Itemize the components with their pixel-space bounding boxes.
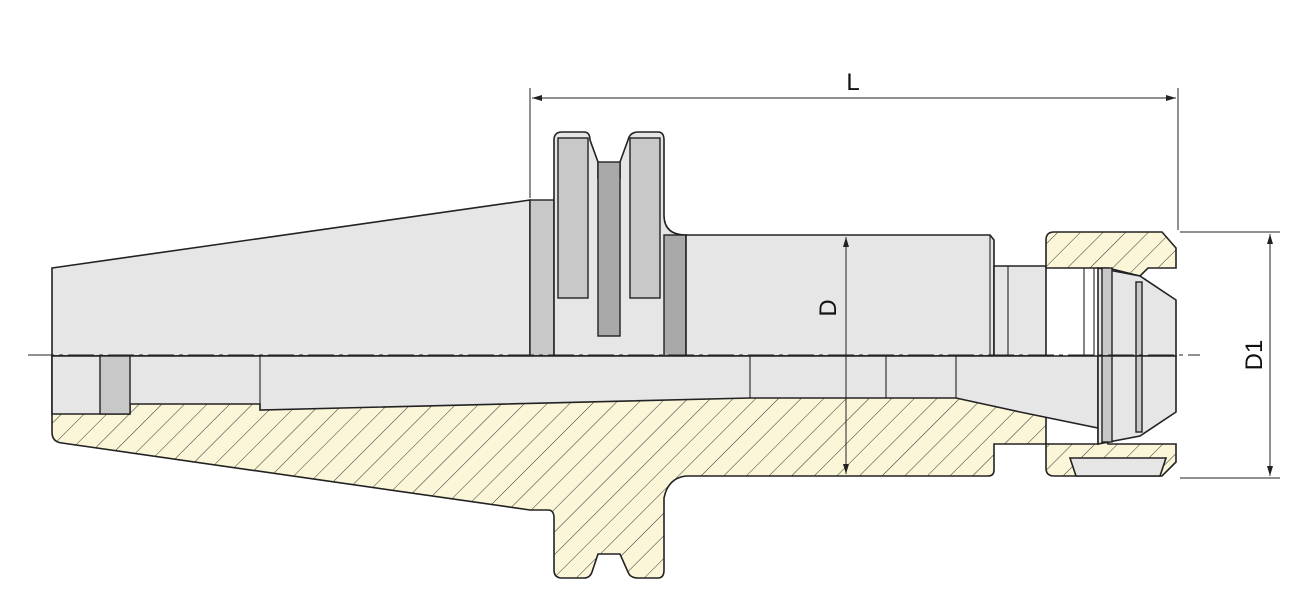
- collet-ring-top: [1101, 267, 1113, 357]
- dimension-bore-diameter: D: [815, 237, 849, 474]
- holder-exterior: [51, 131, 1177, 357]
- collet-ring-bottom: [1101, 355, 1113, 443]
- bore-diameter-label: D: [815, 299, 842, 316]
- bore-groove-1: [99, 355, 131, 415]
- dimension-nut-diameter: D1: [1180, 231, 1280, 479]
- length-label: L: [846, 69, 859, 96]
- dimension-length: L: [529, 69, 1179, 230]
- cylindrical-body: [685, 234, 995, 357]
- collet-groove-bottom: [1135, 355, 1143, 433]
- collet-groove-top: [1135, 281, 1143, 357]
- nut-inner-bore: [1068, 457, 1168, 477]
- taper-shank: [51, 199, 531, 357]
- flange-groove-right: [629, 137, 661, 299]
- holder-section: [51, 355, 1177, 579]
- flange-side-band: [663, 234, 687, 357]
- flange-ring: [529, 199, 555, 357]
- flange-groove-left: [557, 137, 589, 299]
- collet-nose: [993, 265, 1047, 357]
- drive-slot: [597, 161, 621, 337]
- sectioned-body: [51, 355, 1047, 579]
- nut-diameter-label: D1: [1241, 340, 1268, 371]
